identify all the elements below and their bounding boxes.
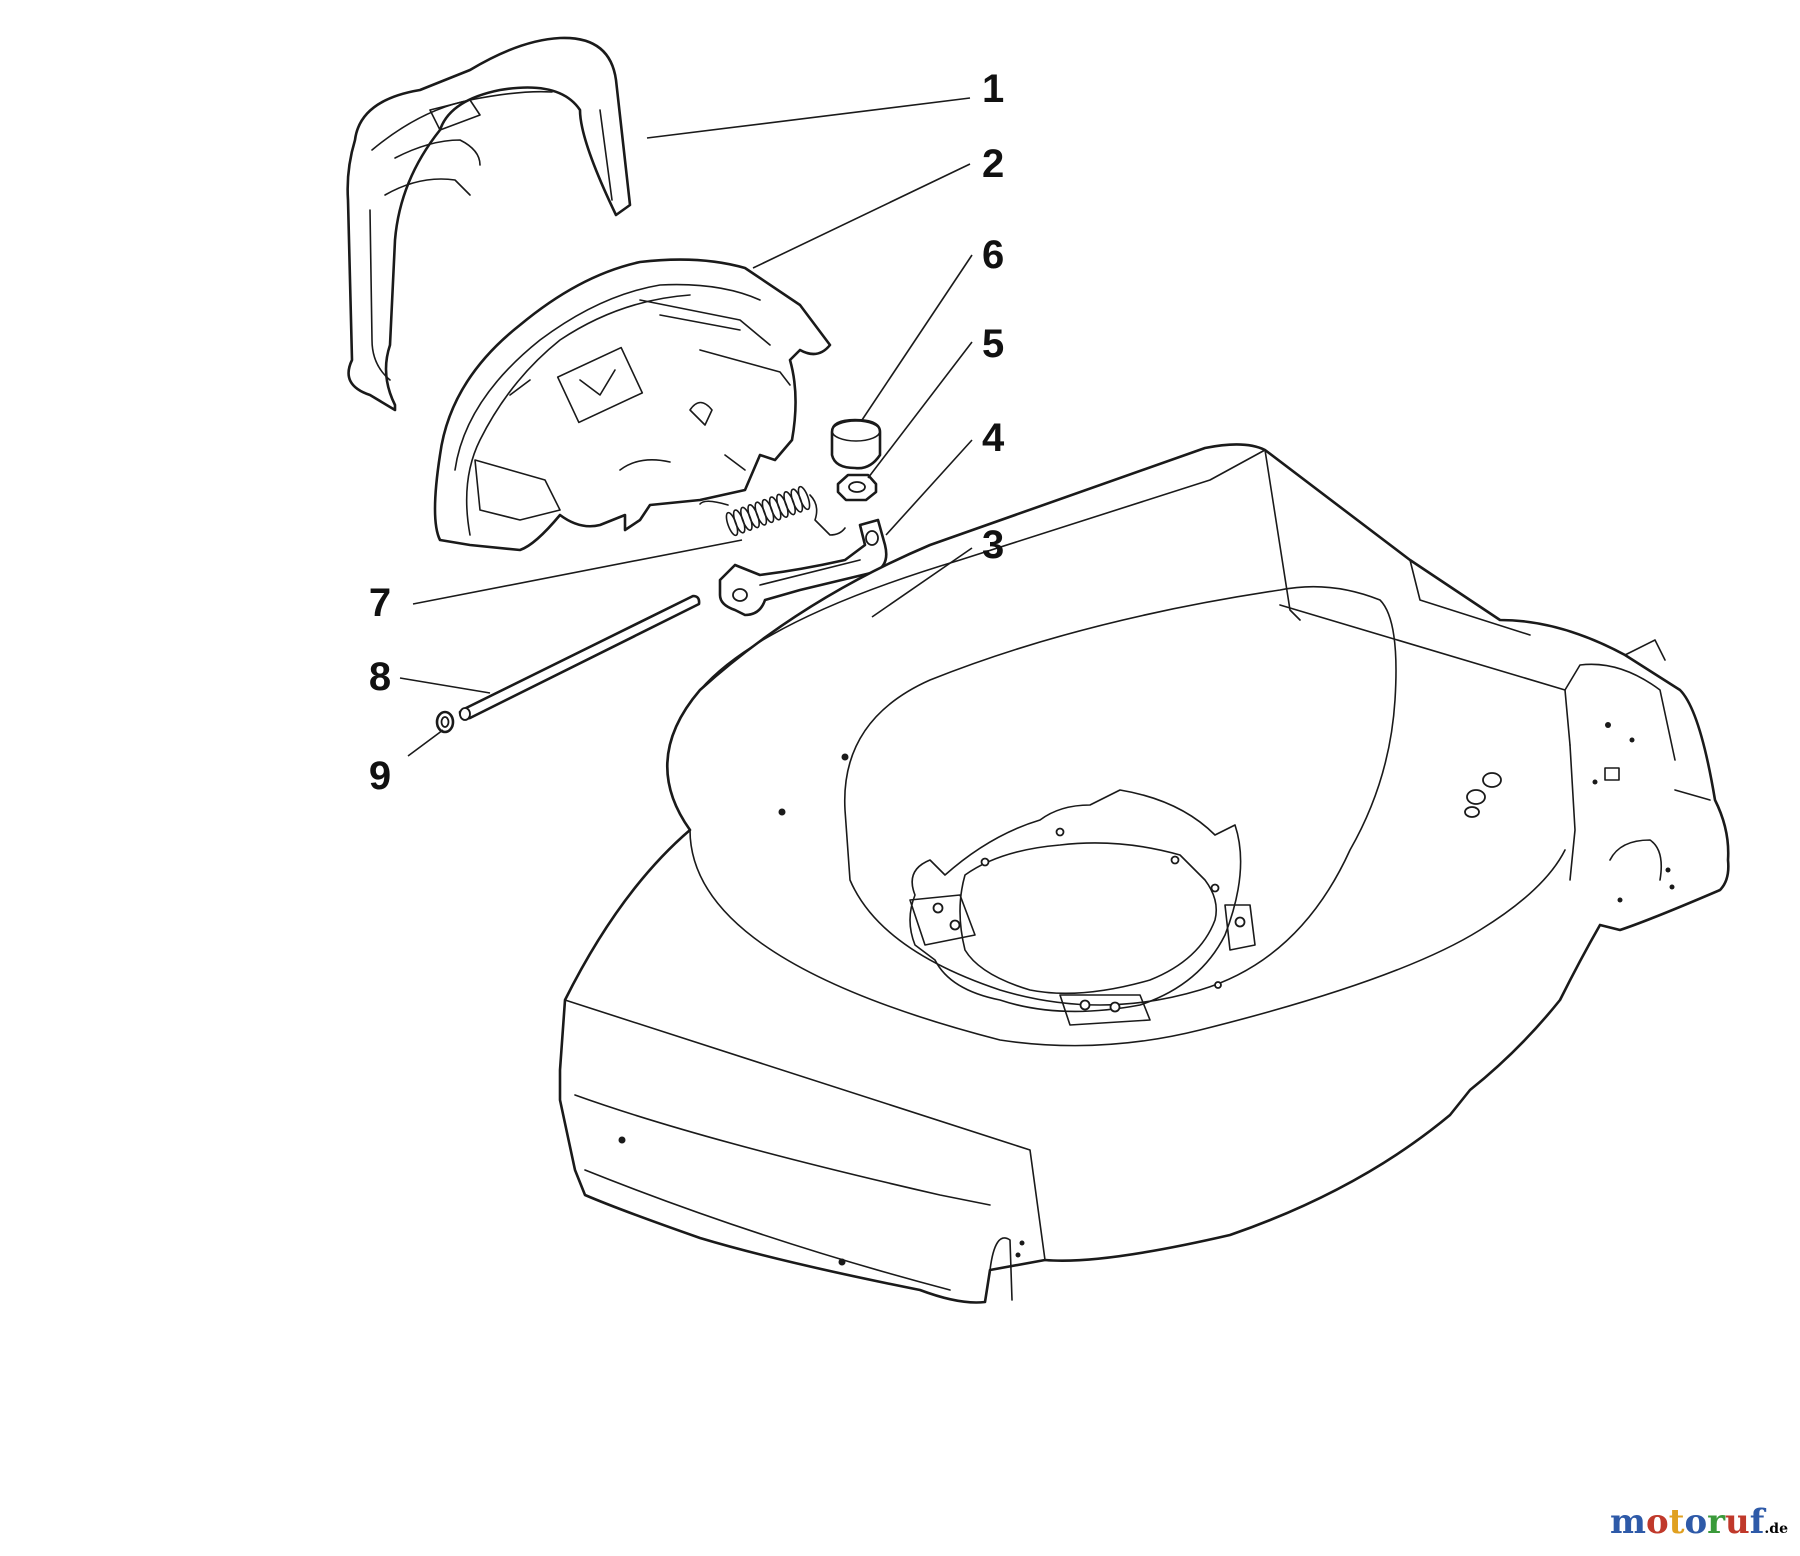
watermark-letter: u — [1725, 1502, 1750, 1542]
leader-8 — [399, 677, 491, 694]
callout-1: 1 — [982, 67, 1004, 111]
leader-7 — [412, 539, 743, 605]
watermark-letter: f — [1749, 1502, 1765, 1542]
spring-coil — [776, 493, 789, 518]
leader-6 — [861, 254, 973, 421]
leader-3 — [871, 547, 973, 618]
spring-coil — [754, 501, 768, 526]
leader-4 — [885, 439, 973, 536]
tension-spring-part — [699, 485, 846, 537]
callout-5: 5 — [982, 322, 1004, 366]
washer-part — [435, 710, 455, 734]
spring-coil — [740, 506, 753, 531]
spring-coil — [747, 504, 760, 529]
callout-7: 7 — [369, 581, 391, 625]
watermark-letter: o — [1684, 1502, 1708, 1542]
deflector-housing-part — [433, 258, 832, 552]
rear-flap-part — [346, 36, 632, 412]
watermark-letter: r — [1707, 1502, 1726, 1542]
callout-3: 3 — [982, 523, 1004, 567]
spring-coil — [725, 511, 739, 537]
leader-1 — [646, 97, 971, 139]
spring-coil — [768, 496, 782, 521]
spring-coil — [797, 485, 811, 511]
mower-deck-part — [558, 443, 1730, 1304]
spring-coil — [732, 509, 746, 534]
spring-coil — [790, 488, 804, 513]
callout-8: 8 — [369, 655, 391, 699]
watermark-letter: m — [1610, 1502, 1647, 1542]
callout-2: 2 — [982, 142, 1004, 186]
leader-9 — [407, 729, 444, 757]
leader-5 — [867, 341, 973, 479]
callout-labels: 1 2 6 5 4 3 7 8 9 — [369, 67, 1005, 798]
watermark-letter: t — [1668, 1502, 1685, 1542]
nut-part — [836, 473, 878, 502]
watermark-suffix: .de — [1764, 1521, 1788, 1537]
leader-2 — [752, 163, 971, 269]
callout-6: 6 — [982, 233, 1004, 277]
axle-rod-part — [458, 594, 701, 721]
spring-coil — [783, 491, 796, 516]
watermark-letter: o — [1646, 1502, 1669, 1542]
callout-4: 4 — [982, 416, 1005, 460]
watermark-text: motoruf — [1610, 1502, 1764, 1542]
cap-part — [830, 418, 882, 470]
callout-9: 9 — [369, 754, 391, 798]
spring-coil — [761, 498, 775, 524]
leader-lines — [399, 97, 973, 757]
watermark-logo: motoruf.de — [1610, 1502, 1788, 1542]
